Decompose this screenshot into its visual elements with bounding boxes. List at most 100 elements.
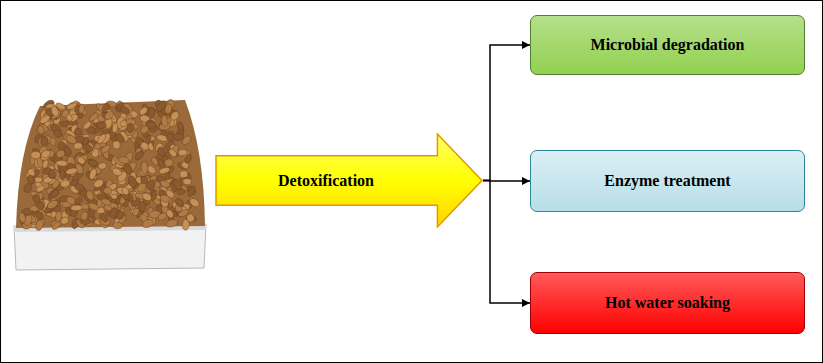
seed <box>111 167 123 178</box>
method-box: Hot water soaking <box>530 272 805 334</box>
seed-tray <box>14 100 206 270</box>
seed <box>60 121 69 127</box>
seed <box>133 149 145 161</box>
seed <box>60 108 70 118</box>
seed <box>34 219 44 232</box>
seed <box>51 220 62 230</box>
seed <box>141 191 153 202</box>
seed <box>59 179 70 188</box>
seed <box>65 167 78 176</box>
seed <box>82 120 92 130</box>
seed <box>88 168 98 181</box>
seed <box>174 197 186 209</box>
seed <box>42 159 49 169</box>
seed <box>165 208 174 219</box>
seed <box>165 218 178 228</box>
seed <box>18 212 27 224</box>
seed <box>73 196 83 206</box>
seed <box>87 159 98 167</box>
seed <box>183 178 192 184</box>
seed-heap <box>16 100 205 228</box>
tray-front <box>14 224 206 270</box>
arrow-outline <box>216 134 482 227</box>
seed <box>103 110 115 121</box>
seed <box>118 156 130 164</box>
seed <box>78 103 86 114</box>
seed <box>37 123 49 134</box>
seed <box>40 149 52 160</box>
seed <box>35 184 45 193</box>
seed <box>179 170 188 179</box>
seed <box>179 177 190 183</box>
seed <box>161 115 168 127</box>
seed <box>97 122 107 129</box>
seed <box>140 161 148 174</box>
seed <box>131 207 140 217</box>
seed <box>49 169 56 178</box>
seed <box>88 112 99 123</box>
seed <box>159 194 171 204</box>
seed <box>52 128 64 139</box>
seed <box>178 149 187 156</box>
branch-arrow <box>483 181 530 304</box>
seed <box>81 142 94 153</box>
seed <box>173 133 185 142</box>
seed <box>138 106 149 117</box>
seed <box>114 132 126 144</box>
seed <box>141 218 155 229</box>
seed <box>34 210 44 222</box>
seed <box>186 213 196 223</box>
method-box: Microbial degradation <box>530 15 805 75</box>
seed <box>188 197 201 209</box>
seed <box>139 141 150 152</box>
seed <box>87 201 100 212</box>
seed <box>59 170 65 180</box>
seed <box>46 198 60 210</box>
seeds <box>18 98 201 231</box>
seed <box>112 123 119 133</box>
seed <box>96 132 108 145</box>
seed <box>136 181 148 193</box>
seed <box>100 197 112 206</box>
seed <box>74 182 86 192</box>
node-label: Detoxification <box>278 171 374 190</box>
seed <box>64 133 78 145</box>
seed <box>86 157 98 168</box>
seed <box>80 211 89 221</box>
seed <box>55 211 63 222</box>
seed <box>177 121 185 132</box>
seed <box>31 151 41 158</box>
seed <box>92 178 105 189</box>
seed <box>119 105 131 115</box>
seed <box>180 161 190 171</box>
seed <box>103 187 112 195</box>
seed <box>156 146 167 158</box>
seed <box>121 186 131 196</box>
seed <box>50 105 60 117</box>
seed <box>115 209 126 220</box>
seed <box>145 120 157 130</box>
seed <box>50 138 56 146</box>
seed <box>168 148 178 158</box>
node-label: Hot water soaking <box>605 293 730 312</box>
seed <box>127 175 138 189</box>
seed <box>31 193 41 203</box>
seed <box>37 125 45 135</box>
node-label: Microbial degradation <box>591 35 745 54</box>
seed <box>74 128 83 136</box>
seed <box>127 123 134 133</box>
seed <box>98 212 108 223</box>
seed <box>56 160 68 167</box>
seed <box>63 146 72 157</box>
seed <box>171 178 183 191</box>
seed <box>76 156 86 166</box>
seed <box>40 136 48 147</box>
seed <box>187 185 197 197</box>
seed <box>158 166 171 175</box>
method-box: Enzyme treatment <box>530 150 805 212</box>
seed <box>70 205 82 212</box>
seed <box>155 99 167 113</box>
seed <box>160 180 171 189</box>
